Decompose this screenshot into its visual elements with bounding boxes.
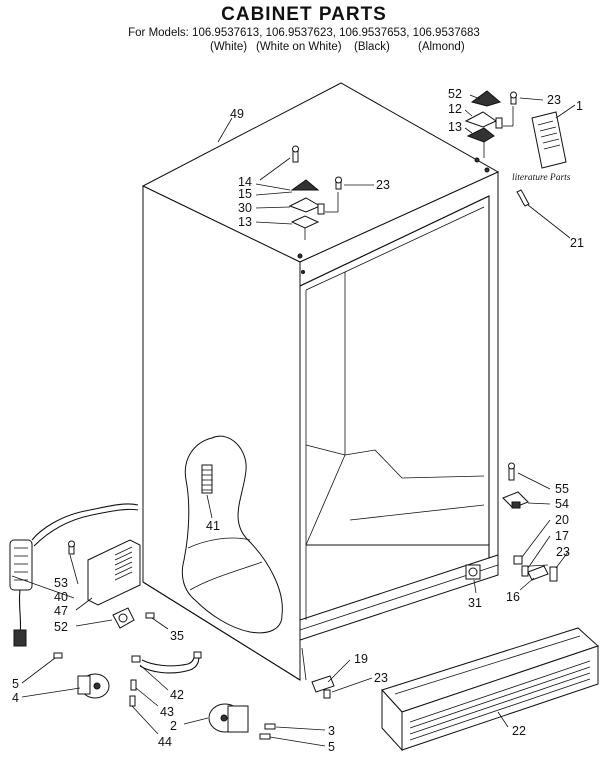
bracket-19 [311,675,335,699]
callout-13-right: 13 [448,120,462,134]
callout-2: 2 [170,719,177,733]
roller-rear-2 [208,703,276,740]
callout-31: 31 [468,596,482,610]
callout-23-top-left: 23 [376,178,390,192]
callout-labels: 49 52 12 13 23 1 21 14 15 30 13 23 41 55… [12,87,584,754]
finish-almond: (Almond) [418,41,465,53]
plug [13,629,27,647]
screw-23-bottom [323,689,331,699]
leader-lines [11,94,576,747]
power-cord-40 [9,539,33,591]
callout-52-label: 52 [54,620,68,634]
rod-42 [129,651,202,707]
finish-black: (Black) [354,41,390,53]
callout-12: 12 [448,102,462,116]
tube-21 [516,189,530,207]
literature-label: literature Parts [512,173,571,183]
finish-white: (White) [210,41,248,53]
roller-front-4 [53,652,110,699]
hinge-16 [527,565,549,581]
side-cutout-41 [181,435,283,634]
hinge-group-bottom-right [465,462,558,582]
callout-19: 19 [354,652,368,666]
callout-16: 16 [506,590,520,604]
part-20 [513,555,523,565]
shim-13-left [290,215,320,229]
callout-3: 3 [328,724,335,738]
callout-44: 44 [158,735,172,749]
part-17 [521,565,529,577]
page-title: CABINET PARTS [221,4,387,25]
spring-41 [201,464,213,494]
callout-43: 43 [160,705,174,719]
callout-23-bottom: 23 [374,671,388,685]
callout-20: 20 [555,513,569,527]
callout-22: 22 [512,724,526,738]
callout-14: 14 [238,175,252,189]
callout-47: 47 [54,604,68,618]
finish-white-on-white: (White on White) [256,41,342,53]
screw-35 [145,612,155,619]
terminal-block-47 [87,539,141,606]
screw-5-bottom [259,733,271,740]
screw-23-right [549,566,558,582]
hinge-group-top-left [288,145,342,240]
callout-13-left: 13 [238,215,252,229]
callout-23-right: 23 [556,545,570,559]
callout-21: 21 [570,236,584,250]
callout-5-left: 5 [12,677,19,691]
grille-22 [381,627,599,752]
callout-41: 41 [206,519,220,533]
callout-53: 53 [54,576,68,590]
screw-43 [130,679,137,691]
bracket-54 [502,491,529,509]
callout-30: 30 [238,201,252,215]
callout-55: 55 [555,482,569,496]
literature-1: literature Parts [512,111,571,183]
callout-54: 54 [555,497,569,511]
callout-35: 35 [170,629,184,643]
shim-13-right [466,127,495,143]
callout-48: 49 [230,107,244,121]
callout-1: 1 [576,99,583,113]
cap-15 [290,179,320,191]
callout-49: 52 [448,87,462,101]
callout-15: 15 [238,187,252,201]
screw-3 [264,723,276,730]
callout-4: 4 [12,691,19,705]
callout-40: 40 [54,590,68,604]
hinge-group-top-right [464,90,517,158]
callout-17: 17 [555,529,569,543]
cap-49 [470,90,502,107]
screw-44 [129,695,136,707]
model-numbers: For Models: 106.9537613, 106.9537623, 10… [128,27,480,39]
callout-23-top-right: 23 [547,93,561,107]
callout-5-bottom: 5 [328,740,335,754]
screw-5-left [53,652,63,659]
callout-42: 42 [170,688,184,702]
